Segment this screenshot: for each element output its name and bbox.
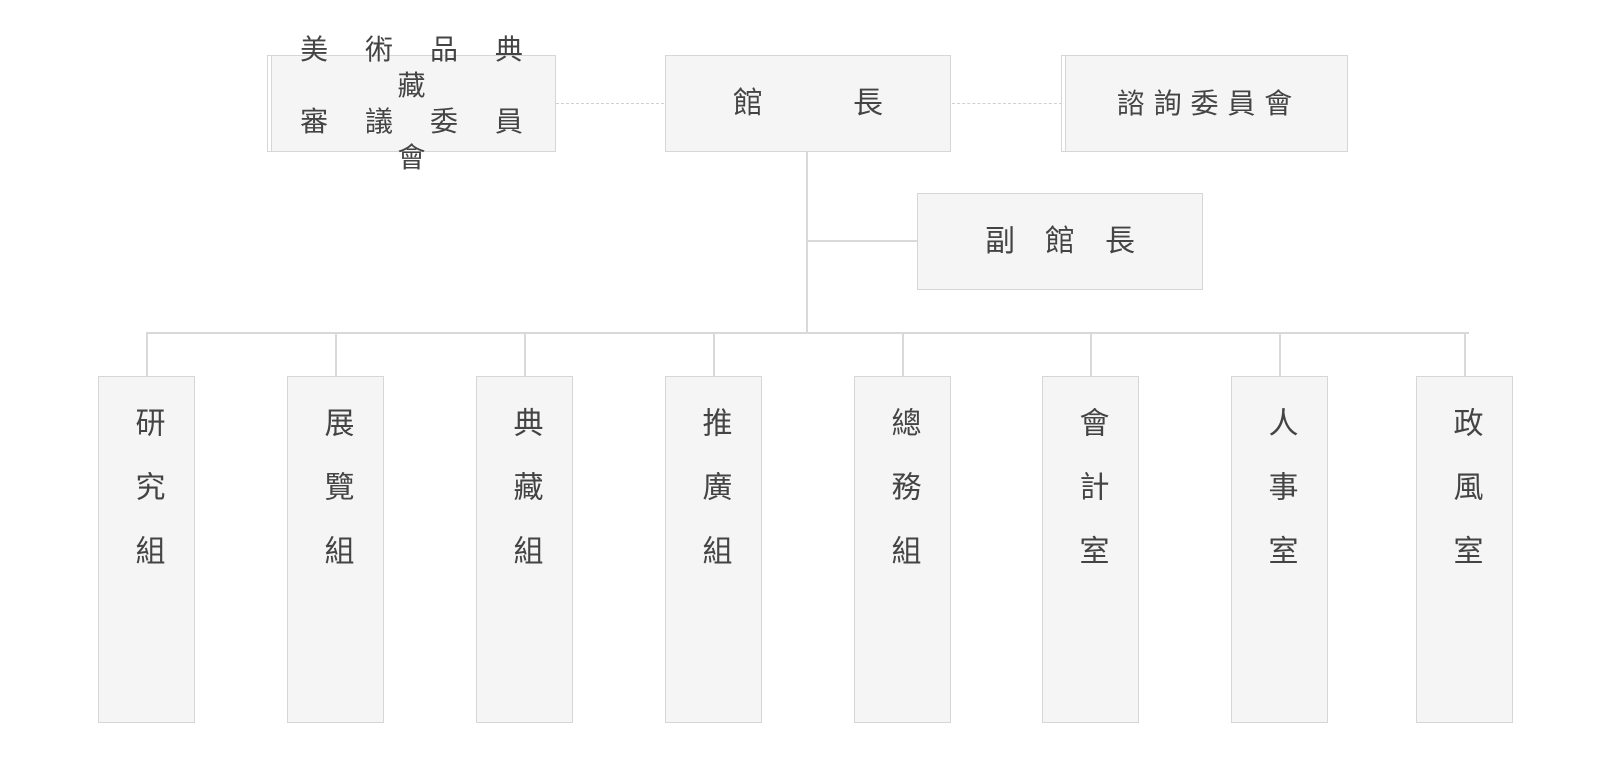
department-label-accounting: 會計室 [1073,407,1109,599]
deputy-director-box: 副 館 長 [917,193,1203,290]
connector-dept-5 [902,332,904,377]
department-box-accounting: 會計室 [1042,376,1139,723]
connector-dept-3 [524,332,526,377]
art-collection-review-committee-label: 美 術 品 典 藏 審 議 委 員 會 [268,32,555,176]
advisory-committee-label: 諮 詢 委 員 會 [1116,86,1293,120]
department-box-exhibition: 展覽組 [287,376,384,723]
connector-dept-1 [146,332,148,377]
director-box: 館 長 [665,55,951,152]
director-label: 館 長 [733,85,883,121]
department-box-research: 研究組 [98,376,195,723]
department-label-exhibition: 展覽組 [318,407,354,599]
department-box-ethics: 政風室 [1416,376,1513,723]
department-box-personnel: 人事室 [1231,376,1328,723]
department-box-education: 推廣組 [665,376,762,723]
department-label-personnel: 人事室 [1262,407,1298,599]
department-label-collection: 典藏組 [507,407,543,599]
department-label-education: 推廣組 [696,407,732,599]
connector-dept-4 [713,332,715,377]
dashed-link-right-committee [952,103,1062,104]
department-label-ethics: 政風室 [1447,407,1483,599]
department-label-general-affairs: 總務組 [885,407,921,599]
connector-deputy-horizontal [808,240,918,242]
department-box-collection: 典藏組 [476,376,573,723]
advisory-committee-box: 諮 詢 委 員 會 [1061,55,1348,152]
deputy-director-label: 副 館 長 [985,223,1135,259]
dashed-link-left-committee [556,103,664,104]
connector-dept-6 [1090,332,1092,377]
art-collection-review-committee-line1: 美 術 品 典 藏 [300,32,537,102]
art-collection-review-committee-box: 美 術 品 典 藏 審 議 委 員 會 [267,33,556,174]
connector-dept-2 [335,332,337,377]
connector-dept-8 [1464,332,1466,377]
department-box-general-affairs: 總務組 [854,376,951,723]
art-collection-review-committee-line2: 審 議 委 員 會 [300,104,537,174]
connector-department-bus [146,332,1469,334]
connector-dept-7 [1279,332,1281,377]
connector-director-vertical [806,152,808,333]
department-label-research: 研究組 [129,407,165,599]
